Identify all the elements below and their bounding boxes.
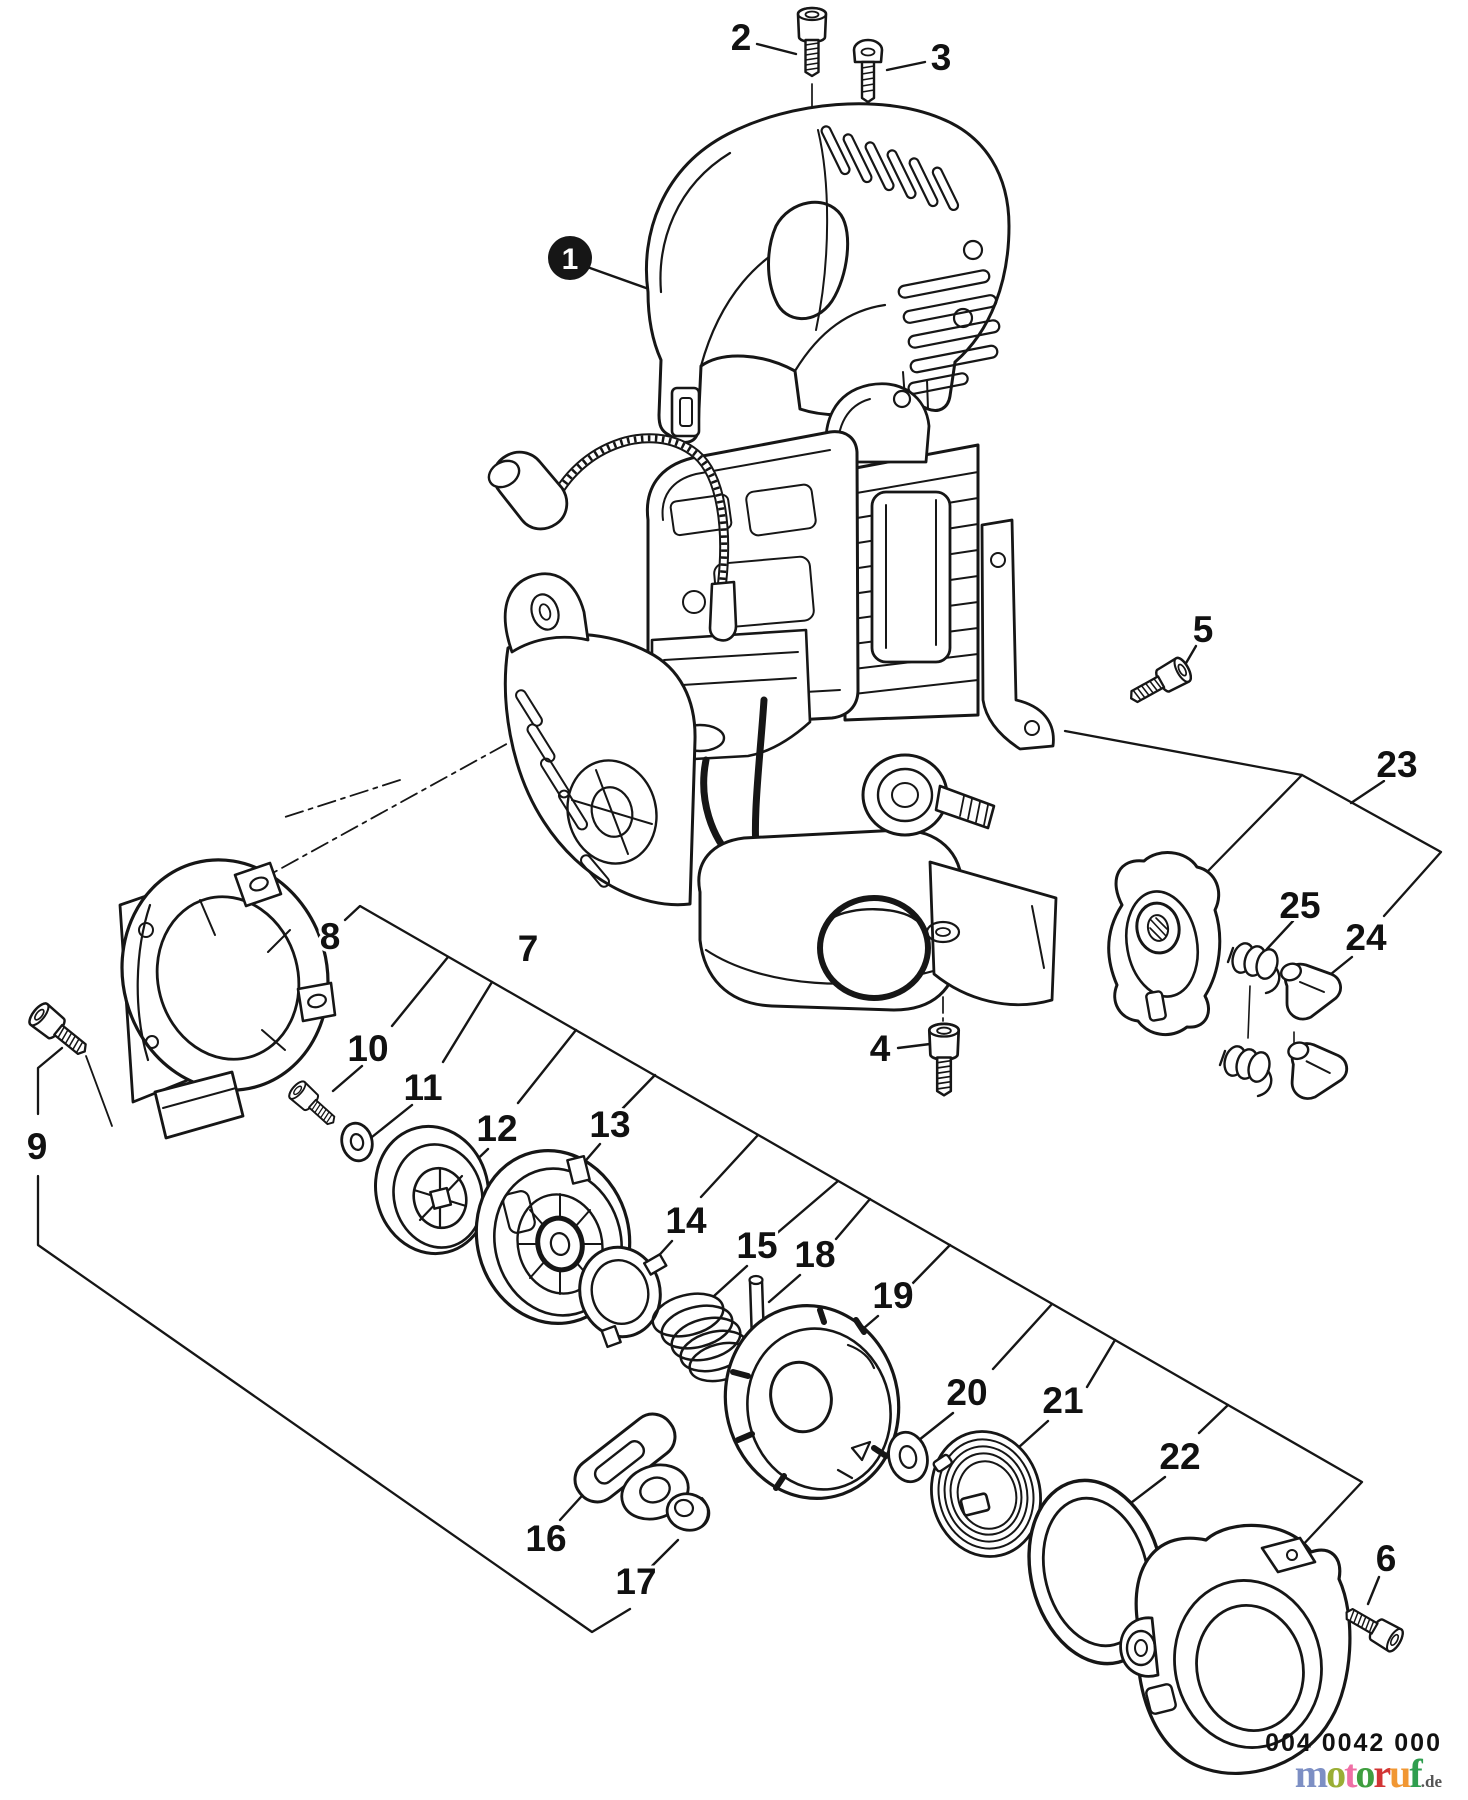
leader-1 xyxy=(588,266,648,290)
part-fan-case xyxy=(118,858,337,1140)
callout-10: 10 xyxy=(347,1028,388,1069)
part-pulley-12 xyxy=(374,1124,490,1256)
leader-24 xyxy=(1329,955,1354,976)
part-pawls-24 xyxy=(1280,962,1349,1100)
callout-4: 4 xyxy=(870,1028,891,1069)
engine-rear-strap xyxy=(980,518,1055,751)
cover-tab xyxy=(670,386,701,438)
catalog-number: 004 0042 000 xyxy=(1265,1729,1442,1757)
leader-20 xyxy=(917,1302,1054,1442)
crank-flange xyxy=(861,753,949,837)
callout-22: 22 xyxy=(1159,1436,1200,1477)
logo-letter: u xyxy=(1389,1751,1411,1796)
leader-3 xyxy=(885,60,927,72)
callout-15: 15 xyxy=(736,1225,777,1266)
part-starter-cover xyxy=(1119,1523,1352,1775)
part-pawl-plate-23 xyxy=(1107,851,1222,1037)
cover-side-vents xyxy=(897,269,1001,395)
fuel-tank-cap xyxy=(817,895,931,1001)
callout-7: 7 xyxy=(518,928,539,969)
callout-25: 25 xyxy=(1279,885,1320,926)
leader-25 xyxy=(1265,919,1295,951)
logo-wordmark: motoruf xyxy=(1294,1751,1423,1796)
part-screw-2 xyxy=(796,6,828,78)
callout-6: 6 xyxy=(1376,1538,1397,1579)
part-screw-9 xyxy=(24,999,95,1064)
callout-19: 19 xyxy=(872,1275,913,1316)
footer: 004 0042 000 motoruf.de xyxy=(1265,1731,1442,1794)
dashdot-segment xyxy=(281,779,401,819)
group7-diagonal xyxy=(343,904,1364,1550)
logo-letter: r xyxy=(1373,1751,1391,1796)
leader-15 xyxy=(712,1179,840,1298)
callout-12: 12 xyxy=(476,1108,517,1149)
callout-3: 3 xyxy=(931,37,952,78)
part-spiral-spring-21 xyxy=(930,1430,1042,1558)
callout-16: 16 xyxy=(525,1518,566,1559)
callout-14: 14 xyxy=(665,1200,707,1241)
fan-case-lug-right xyxy=(296,981,337,1023)
callout-24: 24 xyxy=(1345,917,1387,958)
callout-11: 11 xyxy=(403,1067,442,1108)
part-screw-4 xyxy=(927,1022,961,1097)
callout-8: 8 xyxy=(320,916,341,957)
spark-plug-wire xyxy=(487,433,738,642)
spring25-pair-line xyxy=(1247,985,1251,1039)
leader-18 xyxy=(767,1197,872,1304)
leader-2 xyxy=(755,42,798,56)
motoruf-logo: motoruf.de xyxy=(1265,1754,1442,1794)
callout-17: 17 xyxy=(615,1561,656,1602)
tank-mount-plate xyxy=(928,860,1058,1007)
fan-case-foot xyxy=(153,1070,245,1140)
engine-assembly xyxy=(487,382,1058,1012)
group23-bracket xyxy=(1063,729,1443,918)
volute-spout xyxy=(503,572,590,654)
fan-case-lug-top xyxy=(233,861,283,908)
logo-letter: f xyxy=(1409,1751,1422,1796)
fan-volute xyxy=(503,572,697,907)
logo-letter: o xyxy=(1326,1751,1346,1796)
logo-letter: t xyxy=(1344,1751,1357,1796)
leader-17 xyxy=(650,1538,680,1568)
part-washer-11 xyxy=(340,1121,374,1163)
crankcase-and-shaft xyxy=(861,753,1058,1007)
part-clip-14 xyxy=(578,1245,668,1349)
leader-23 xyxy=(1349,779,1386,805)
callout-9: 9 xyxy=(27,1126,48,1167)
group9-bracket xyxy=(36,1046,632,1634)
callout-5: 5 xyxy=(1193,609,1214,650)
callout-1: 1 xyxy=(562,243,579,276)
fuel-tank xyxy=(697,828,964,1012)
leader-11 xyxy=(370,980,494,1139)
screw9-insert-line xyxy=(85,1055,113,1127)
leader-10 xyxy=(331,955,450,1093)
part-screw-10 xyxy=(285,1077,342,1132)
callout-18: 18 xyxy=(794,1234,835,1275)
part-pulley-19 xyxy=(723,1304,901,1500)
part-washer-20 xyxy=(887,1430,929,1484)
part-springs-25 xyxy=(1218,942,1281,1098)
leader-4 xyxy=(896,1042,932,1050)
part-bushing-17 xyxy=(665,1492,711,1532)
part-screw-5 xyxy=(1123,654,1196,712)
cover-top-vents xyxy=(820,125,960,212)
callout-23: 23 xyxy=(1376,744,1417,785)
starter-pulley-window xyxy=(566,759,658,865)
leader-6 xyxy=(1366,1575,1381,1606)
ignition-plug xyxy=(708,580,738,642)
callout-21: 21 xyxy=(1042,1380,1083,1421)
callout-13: 13 xyxy=(589,1104,630,1145)
logo-letter: o xyxy=(1355,1751,1375,1796)
callout-20: 20 xyxy=(946,1372,987,1413)
logo-letter: m xyxy=(1294,1751,1328,1796)
part-screw-3 xyxy=(852,38,884,104)
callout-2: 2 xyxy=(731,17,752,58)
crankshaft-stub xyxy=(934,784,996,830)
callout-1-badge xyxy=(548,236,592,280)
part-engine-cover xyxy=(644,102,1011,444)
logo-domain-suffix: .de xyxy=(1420,1772,1442,1791)
